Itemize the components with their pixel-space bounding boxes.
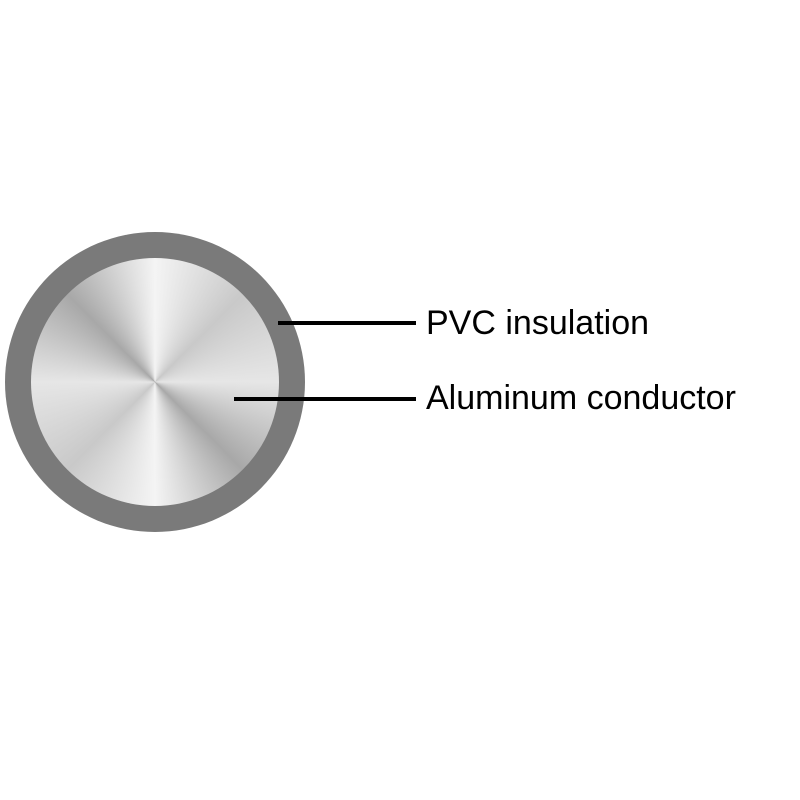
pvc-insulation-leader-line — [278, 321, 416, 325]
aluminum-conductor-leader-line — [234, 397, 416, 401]
aluminum-conductor-core — [31, 258, 279, 506]
aluminum-conductor-label: Aluminum conductor — [426, 379, 736, 417]
pvc-insulation-label: PVC insulation — [426, 304, 650, 342]
